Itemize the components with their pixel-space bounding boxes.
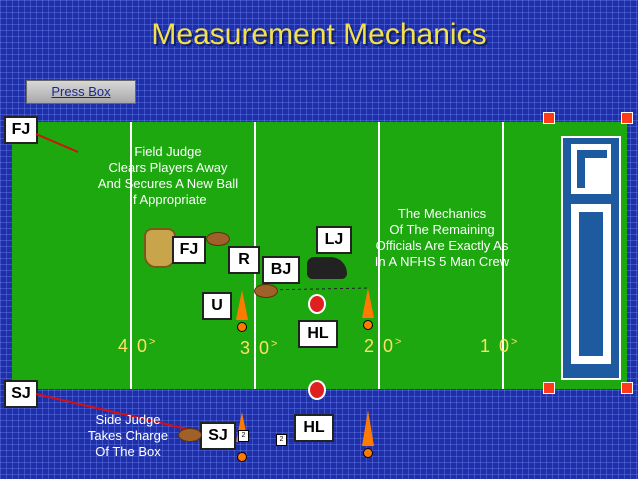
official-r: R [228,246,260,274]
football-icon [178,428,202,442]
chain-pole-icon [236,290,248,320]
sj-arrow [35,393,201,433]
official-fj: FJ [172,236,206,264]
pylon-marker [621,382,633,394]
yard-line [378,122,380,389]
yard-line [502,122,504,389]
chain-line [261,287,371,291]
shoe-icon [307,257,347,279]
cone-base-icon [237,452,247,462]
nfhs-logo-icon [561,136,621,380]
yard-number-20: 2 0> [364,336,404,356]
chain-pole-icon [362,288,374,318]
official-sj-outside: SJ [4,380,38,408]
official-lj: LJ [316,226,352,254]
official-bj: BJ [262,256,300,284]
official-fj-outside: FJ [4,116,38,144]
chain-clip-icon [308,380,326,400]
badge-icon [144,228,176,268]
press-box-button[interactable]: Press Box [26,80,136,104]
yard-number-40: 4 0> [118,336,158,356]
fj-arrow [35,133,79,153]
down-box-stake: 2 [238,430,249,442]
yard-number-10: 1 0> [480,336,520,356]
official-sj: SJ [200,422,236,450]
official-hl-bottom: HL [294,414,334,442]
yard-line [130,122,132,389]
cone-base-icon [237,322,247,332]
pylon-marker [543,382,555,394]
chain-pole-icon [362,410,374,446]
chain-clip-icon [308,294,326,314]
yard-number-30: 3 0> [240,338,280,358]
pylon-marker [621,112,633,124]
cone-base-icon [363,448,373,458]
football-icon [254,284,278,298]
pylon-marker [543,112,555,124]
football-icon [206,232,230,246]
cone-base-icon [363,320,373,330]
page-title: Measurement Mechanics [151,18,487,51]
official-hl-top: HL [298,320,338,348]
down-box-stake: 2 [276,434,287,446]
official-u: U [202,292,232,320]
